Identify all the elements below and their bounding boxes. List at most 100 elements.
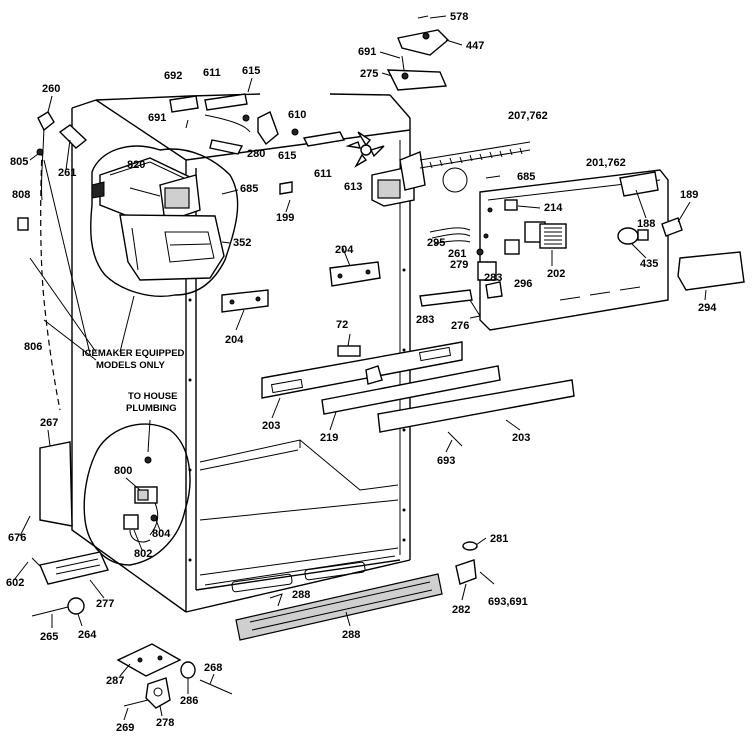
label-805: 805 bbox=[10, 156, 28, 168]
wire-harness bbox=[429, 227, 471, 245]
label-820: 820 bbox=[127, 159, 145, 171]
label-265: 265 bbox=[40, 631, 58, 643]
label-287: 287 bbox=[106, 675, 124, 687]
water-line bbox=[40, 149, 61, 411]
light-shield bbox=[677, 251, 745, 291]
label-214: 214 bbox=[544, 202, 563, 214]
icemaker-unit bbox=[91, 157, 225, 281]
label-276: 276 bbox=[451, 320, 469, 332]
shelf-rail-upper bbox=[261, 341, 463, 399]
label-613: 613 bbox=[344, 181, 362, 193]
label-288: 288 bbox=[342, 629, 360, 641]
label-295: 295 bbox=[427, 237, 445, 249]
leveling-bracket bbox=[31, 551, 109, 585]
label-693: 693 bbox=[437, 455, 455, 467]
label-800: 800 bbox=[114, 465, 132, 477]
roller-264 bbox=[67, 597, 85, 615]
icemaker-note-line2: MODELS ONLY bbox=[96, 360, 165, 371]
label-692: 692 bbox=[164, 70, 182, 82]
label-72: 72 bbox=[336, 319, 348, 331]
control-panel bbox=[479, 169, 683, 331]
icemaker-cloud bbox=[90, 145, 239, 297]
label-802: 802 bbox=[134, 548, 152, 560]
label-447: 447 bbox=[466, 40, 484, 52]
label-189: 189 bbox=[680, 189, 698, 201]
evaporator-fan bbox=[345, 131, 426, 207]
part-72 bbox=[337, 345, 361, 357]
label-207-762: 207,762 bbox=[508, 110, 548, 122]
label-282: 282 bbox=[452, 604, 470, 616]
label-611: 611 bbox=[203, 67, 221, 79]
label-261: 261 bbox=[58, 167, 76, 179]
label-808: 808 bbox=[12, 189, 30, 201]
defrost-heater bbox=[419, 141, 531, 193]
label-691: 691 bbox=[358, 46, 376, 58]
label-203: 203 bbox=[262, 420, 280, 432]
label-806: 806 bbox=[24, 341, 42, 353]
plumbing-cloud bbox=[83, 423, 191, 566]
plumbing-note-line2: PLUMBING bbox=[126, 403, 177, 414]
base-grille bbox=[235, 573, 443, 641]
label-202: 202 bbox=[547, 268, 565, 280]
label-676: 676 bbox=[8, 532, 26, 544]
label-281: 281 bbox=[490, 533, 508, 545]
note-leaders bbox=[29, 159, 151, 453]
side-panel bbox=[39, 441, 73, 527]
label-693-691: 693,691 bbox=[488, 596, 528, 608]
label-283: 283 bbox=[416, 314, 434, 326]
icemaker-note-line1: ICEMAKER EQUIPPED bbox=[82, 348, 185, 359]
label-275: 275 bbox=[360, 68, 378, 80]
label-188: 188 bbox=[637, 218, 655, 230]
label-691: 691 bbox=[148, 112, 166, 124]
label-685: 685 bbox=[240, 183, 258, 195]
label-204: 204 bbox=[225, 334, 244, 346]
label-278: 278 bbox=[156, 717, 174, 729]
plumbing-note-line1: TO HOUSE bbox=[128, 391, 177, 402]
label-203: 203 bbox=[512, 432, 530, 444]
damper-bracket bbox=[419, 248, 503, 319]
top-hinge bbox=[386, 29, 450, 91]
part-281 bbox=[462, 541, 478, 551]
label-199: 199 bbox=[276, 212, 294, 224]
label-296: 296 bbox=[514, 278, 532, 290]
cabinet bbox=[71, 93, 411, 613]
label-264: 264 bbox=[78, 629, 97, 641]
rail-219 bbox=[321, 365, 501, 415]
label-279: 279 bbox=[450, 259, 468, 271]
label-261: 261 bbox=[448, 248, 466, 260]
label-578: 578 bbox=[450, 11, 468, 23]
label-260: 260 bbox=[42, 83, 60, 95]
label-283: 283 bbox=[484, 272, 502, 284]
label-615: 615 bbox=[242, 65, 260, 77]
fill-tube bbox=[17, 111, 88, 231]
top-parts bbox=[169, 93, 346, 155]
label-685: 685 bbox=[517, 171, 535, 183]
shelf-rail-lower bbox=[377, 379, 575, 433]
label-610: 610 bbox=[288, 109, 306, 121]
label-267: 267 bbox=[40, 417, 58, 429]
part-labels: 578 447 691 275 692 611 615 691 610 260 … bbox=[6, 11, 717, 734]
label-269: 269 bbox=[116, 722, 134, 734]
label-615: 615 bbox=[278, 150, 296, 162]
label-277: 277 bbox=[96, 598, 114, 610]
label-286: 286 bbox=[180, 695, 198, 707]
label-219: 219 bbox=[320, 432, 338, 444]
label-804: 804 bbox=[152, 528, 171, 540]
label-280: 280 bbox=[247, 148, 265, 160]
label-268: 268 bbox=[204, 662, 222, 674]
label-201-762: 201,762 bbox=[586, 157, 626, 169]
part-282 bbox=[455, 559, 477, 585]
label-204: 204 bbox=[335, 244, 354, 256]
label-288: 288 bbox=[292, 589, 310, 601]
axle-265 bbox=[31, 605, 73, 617]
clip bbox=[279, 181, 293, 195]
label-352: 352 bbox=[233, 237, 251, 249]
label-611: 611 bbox=[314, 168, 332, 180]
notes: ICEMAKER EQUIPPED MODELS ONLY TO HOUSE P… bbox=[82, 348, 185, 414]
label-leaders bbox=[13, 15, 707, 721]
roller-assembly bbox=[116, 643, 233, 709]
water-valve bbox=[123, 456, 159, 543]
label-602: 602 bbox=[6, 577, 24, 589]
